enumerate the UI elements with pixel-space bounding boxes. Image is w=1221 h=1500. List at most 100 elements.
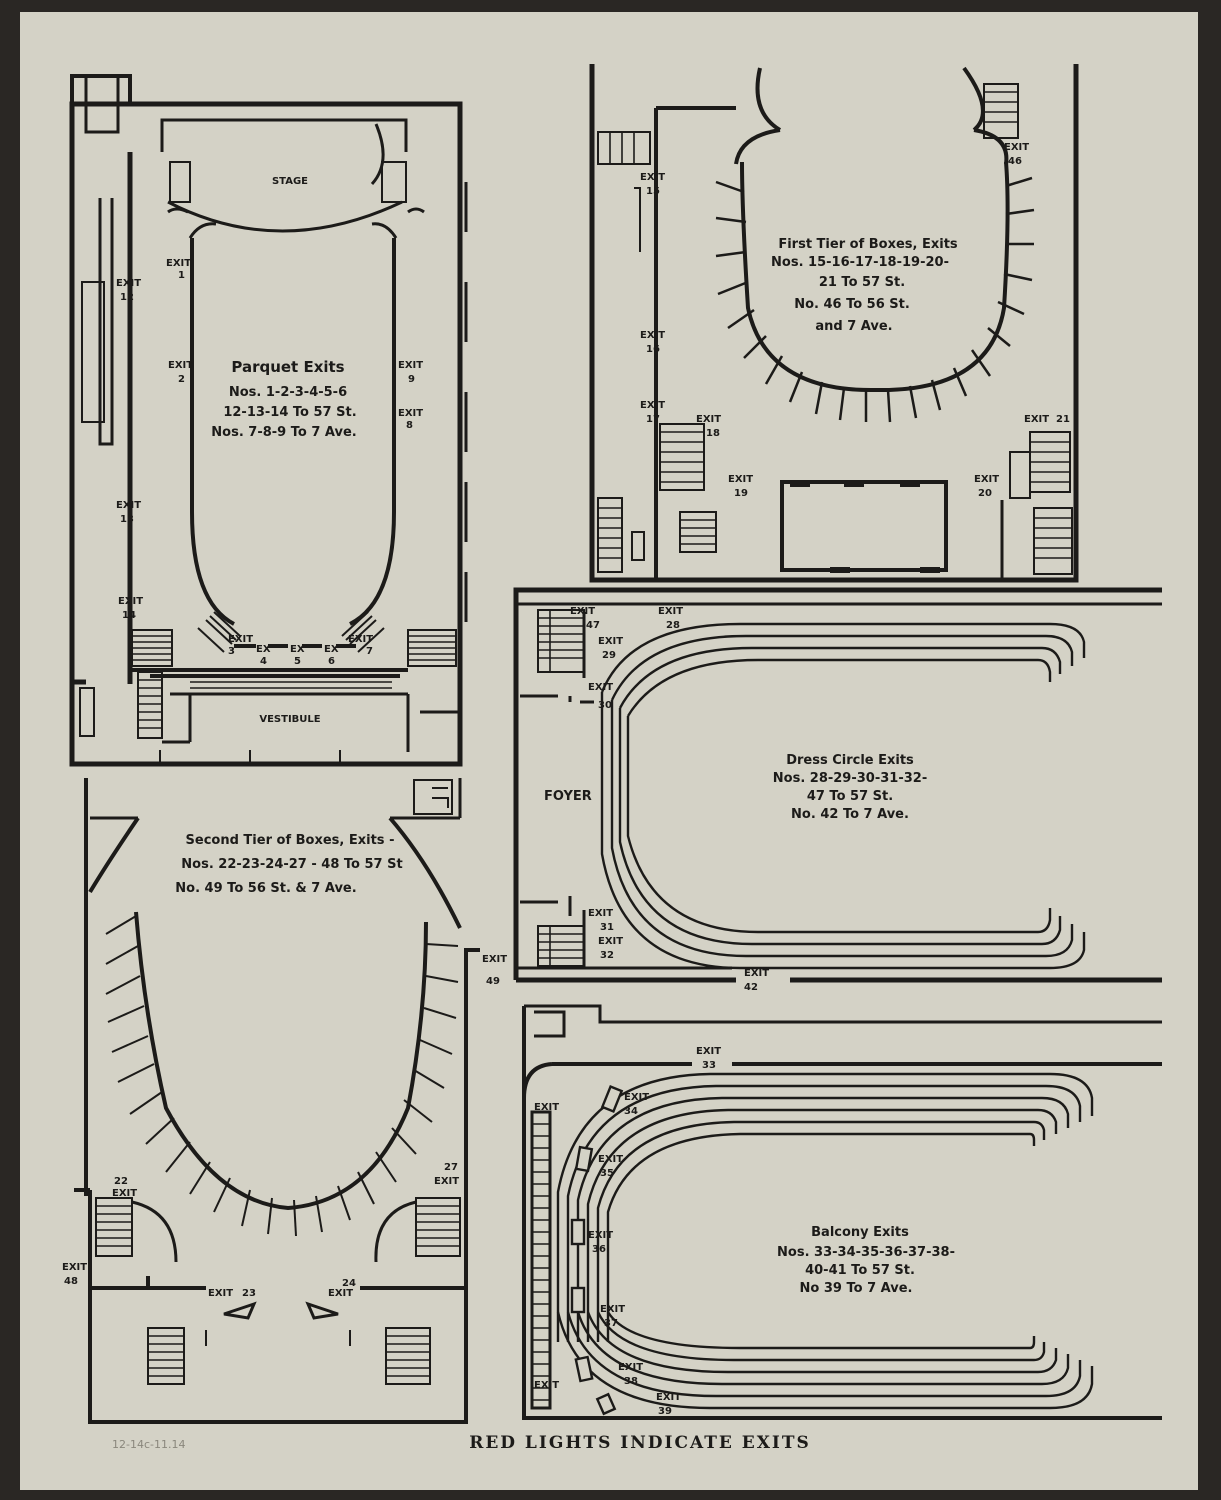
exit-word: EXIT <box>348 634 373 645</box>
exit-number-13: 13 <box>120 514 134 525</box>
exit-number-14: 14 <box>122 610 136 621</box>
exit-number-2: 2 <box>178 374 185 385</box>
exit-number-20: 20 <box>978 488 992 499</box>
parquet-line-2: 12-13-14 To 57 St. <box>223 405 356 420</box>
exit-number-37: 37 <box>604 1318 618 1329</box>
stage-label: STAGE <box>272 176 308 187</box>
first-tier-line-2: Nos. 15-16-17-18-19-20- <box>771 255 949 270</box>
exit-word: EXIT <box>598 1154 623 1165</box>
exit-word: EXIT <box>598 936 623 947</box>
balcony-rows <box>556 1072 1094 1410</box>
first-tier-line-5: and 7 Ave. <box>815 319 892 334</box>
balcony-boxes <box>570 1084 624 1416</box>
exit-number-9: 9 <box>408 374 415 385</box>
second-tier-plan: Second Tier of Boxes, Exits - Nos. 22-23… <box>62 778 507 1424</box>
pencil-note: 12-14c-11.14 <box>112 1438 185 1451</box>
exit-number-15: 15 <box>646 186 660 197</box>
balcony-line-2: Nos. 33-34-35-36-37-38- <box>777 1245 955 1260</box>
second-tier-line-2: Nos. 22-23-24-27 - 48 To 57 St <box>181 857 402 872</box>
exit-word: EXIT <box>600 1304 625 1315</box>
box-partitions <box>105 915 459 1237</box>
exit-number-27: 27 <box>444 1162 458 1173</box>
exit-word: EXIT <box>640 172 665 183</box>
exit-word: EXIT <box>728 474 753 485</box>
exit-number-7: 7 <box>366 646 373 657</box>
exit-number-12: 12 <box>120 292 134 303</box>
second-tier-line-1: Second Tier of Boxes, Exits - <box>186 833 395 848</box>
exit-word: EXIT <box>534 1102 559 1113</box>
exit-number-18: 18 <box>706 428 720 439</box>
exit-word: EXIT <box>570 606 595 617</box>
ex-word: EX <box>256 644 271 655</box>
exit-word: EXIT <box>208 1288 233 1299</box>
exit-number-21: 21 <box>1056 414 1070 425</box>
exit-number-16: 16 <box>646 344 660 355</box>
exit-number-47: 47 <box>586 620 600 631</box>
exit-word: EXIT <box>640 330 665 341</box>
exit-word: EXIT <box>482 954 507 965</box>
balcony-line-1: Balcony Exits <box>811 1225 909 1240</box>
exit-word: EXIT <box>116 278 141 289</box>
parquet-line-3: Nos. 7-8-9 To 7 Ave. <box>211 425 356 440</box>
exit-number-17: 17 <box>646 414 660 425</box>
balcony-line-3: 40-41 To 57 St. <box>805 1263 915 1278</box>
exit-number-39: 39 <box>658 1406 672 1417</box>
exit-word: EXIT <box>598 636 623 647</box>
exit-word: EXIT <box>228 634 253 645</box>
second-tier-line-3: No. 49 To 56 St. & 7 Ave. <box>175 881 356 896</box>
exit-word: EXIT <box>168 360 193 371</box>
exit-word: EXIT <box>696 1046 721 1057</box>
exit-word: EXIT <box>588 908 613 919</box>
exit-word: EXIT <box>398 408 423 419</box>
ex-word: EX <box>290 644 305 655</box>
exit-word: EXIT <box>328 1288 353 1299</box>
floor-plans: STAGE VESTIBULE Parquet Exits Nos. 1-2-3… <box>62 64 1162 1453</box>
exit-number-35: 35 <box>600 1168 614 1179</box>
exit-number-38: 38 <box>624 1376 638 1387</box>
exit-word: EXIT <box>116 500 141 511</box>
exit-number-46: 46 <box>1008 156 1022 167</box>
exit-word: EXIT <box>434 1176 459 1187</box>
dress-circle-rows <box>600 622 1086 970</box>
exit-number-49: 49 <box>486 976 500 987</box>
exit-word: EXIT <box>118 596 143 607</box>
exit-word: EXIT <box>112 1188 137 1199</box>
parquet-plan: STAGE VESTIBULE Parquet Exits Nos. 1-2-3… <box>69 74 468 767</box>
exit-word: EXIT <box>656 1392 681 1403</box>
exit-number-1: 1 <box>178 270 185 281</box>
caption: RED LIGHTS INDICATE EXITS <box>469 1433 811 1453</box>
dress-circle-line-2: Nos. 28-29-30-31-32- <box>773 771 927 786</box>
exit-word: EXIT <box>624 1092 649 1103</box>
exit-word: EXIT <box>696 414 721 425</box>
exit-word: EXIT <box>618 1362 643 1373</box>
exit-number-48: 48 <box>64 1276 78 1287</box>
exit-number-36: 36 <box>592 1244 606 1255</box>
exit-word: EXIT <box>534 1380 559 1391</box>
exit-number-19: 19 <box>734 488 748 499</box>
exit-word: EXIT <box>1004 142 1029 153</box>
dress-circle-line-1: Dress Circle Exits <box>786 753 914 768</box>
exit-word: EXIT <box>658 606 683 617</box>
dress-circle-line-4: No. 42 To 7 Ave. <box>791 807 909 822</box>
parquet-line-1: Nos. 1-2-3-4-5-6 <box>229 385 347 400</box>
balcony-exit-labels: EXIT 33 EXIT EXIT 34 EXIT 35 EXIT 36 EXI… <box>534 1046 721 1417</box>
balcony-line-4: No 39 To 7 Ave. <box>800 1281 913 1296</box>
box-partitions <box>715 176 1035 423</box>
second-tier-exit-labels: 22 EXIT EXIT 23 24 EXIT 27 EXIT EXIT 48 … <box>62 954 507 1299</box>
exit-number-34: 34 <box>624 1106 638 1117</box>
vestibule-label: VESTIBULE <box>259 714 320 725</box>
balcony-plan: Balcony Exits Nos. 33-34-35-36-37-38- 40… <box>522 1004 1162 1420</box>
exit-word: EXIT <box>62 1262 87 1273</box>
parquet-exit-labels: EXIT 1 EXIT 2 EXIT 3 EX 4 EX 5 EX 6 EXIT… <box>116 258 423 667</box>
first-tier-line-1: First Tier of Boxes, Exits <box>778 237 958 252</box>
first-tier-exit-labels: EXIT 15 EXIT 16 EXIT 17 EXIT 18 EXIT 19 … <box>640 142 1070 499</box>
exit-number-22: 22 <box>114 1176 128 1187</box>
exit-word: EXIT <box>744 968 769 979</box>
program-page: STAGE VESTIBULE Parquet Exits Nos. 1-2-3… <box>20 12 1198 1490</box>
exit-word: EXIT <box>166 258 191 269</box>
exit-number-28: 28 <box>666 620 680 631</box>
exit-number-24: 24 <box>342 1278 356 1289</box>
exit-number-33: 33 <box>702 1060 716 1071</box>
first-tier-line-3: 21 To 57 St. <box>819 275 905 290</box>
exit-number-5: 5 <box>294 656 301 667</box>
